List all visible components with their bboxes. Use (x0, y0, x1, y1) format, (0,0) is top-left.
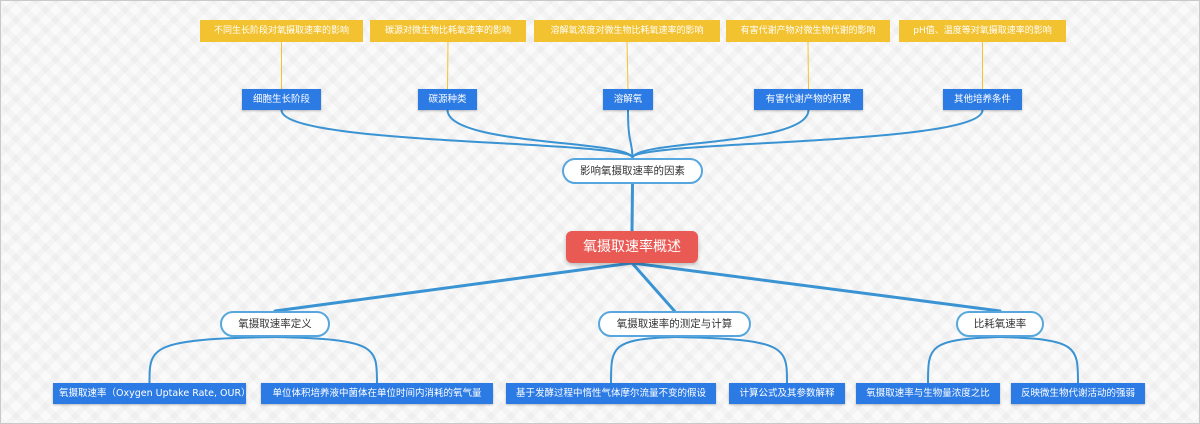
root-connector (273, 261, 634, 313)
leaf-harmful-metabolites[interactable]: 有害代谢产物的积累 (754, 89, 863, 110)
leaf-carbon-source[interactable]: 碳源种类 (418, 89, 477, 110)
leaf-connector (148, 336, 276, 384)
note-growth-stage[interactable]: 不同生长阶段对氧摄取速率的影响 (200, 20, 363, 42)
leaf-our-term[interactable]: 氧摄取速率（Oxygen Uptake Rate, OUR） (53, 383, 251, 404)
factor-connector (627, 109, 634, 159)
root-connector (630, 182, 634, 233)
factor-connector (280, 109, 634, 159)
leaf-inert-gas-assumption[interactable]: 基于发酵过程中惰性气体摩尔流量不变的假设 (506, 383, 716, 404)
note-connector (626, 41, 629, 90)
branch-factors[interactable]: 影响氧摄取速率的因素 (562, 158, 703, 184)
leaf-formula-parameters[interactable]: 计算公式及其参数解释 (729, 383, 845, 404)
leaf-connector (927, 336, 1001, 384)
leaf-connector (610, 336, 676, 384)
note-harmful-metabolites[interactable]: 有害代谢产物对微生物代谢的影响 (726, 20, 890, 42)
leaf-growth-stage[interactable]: 细胞生长阶段 (242, 89, 321, 110)
branch-specific-oxygen-rate[interactable]: 比耗氧速率 (956, 311, 1044, 337)
root-topic[interactable]: 氧摄取速率概述 (566, 231, 698, 263)
leaf-connector (673, 336, 788, 384)
note-carbon-source[interactable]: 碳源对微生物比耗氧速率的影响 (370, 20, 526, 42)
branch-measurement[interactable]: 氧摄取速率的测定与计算 (598, 311, 751, 337)
root-connector (630, 261, 676, 313)
factor-connector (446, 109, 634, 159)
factor-connector (631, 109, 984, 159)
branch-definition[interactable]: 氧摄取速率定义 (220, 311, 330, 337)
root-connector (630, 261, 1002, 313)
leaf-our-definition[interactable]: 单位体积培养液中菌体在单位时间内消耗的氧气量 (261, 383, 493, 404)
factor-connector (631, 109, 810, 159)
leaf-ratio-to-biomass[interactable]: 氧摄取速率与生物量浓度之比 (856, 383, 1000, 404)
leaf-connector (274, 336, 378, 384)
note-connector (447, 41, 449, 90)
note-connector (807, 41, 809, 90)
leaf-other-conditions[interactable]: 其他培养条件 (943, 89, 1022, 110)
leaf-metabolic-activity[interactable]: 反映微生物代谢活动的强弱 (1011, 383, 1145, 404)
note-other-conditions[interactable]: pH值、温度等对氧摄取速率的影响 (899, 20, 1066, 42)
leaf-connector (999, 336, 1079, 384)
leaf-dissolved-oxygen[interactable]: 溶解氧 (603, 89, 653, 110)
note-dissolved-oxygen[interactable]: 溶解氧浓度对微生物比耗氧速率的影响 (534, 20, 720, 42)
